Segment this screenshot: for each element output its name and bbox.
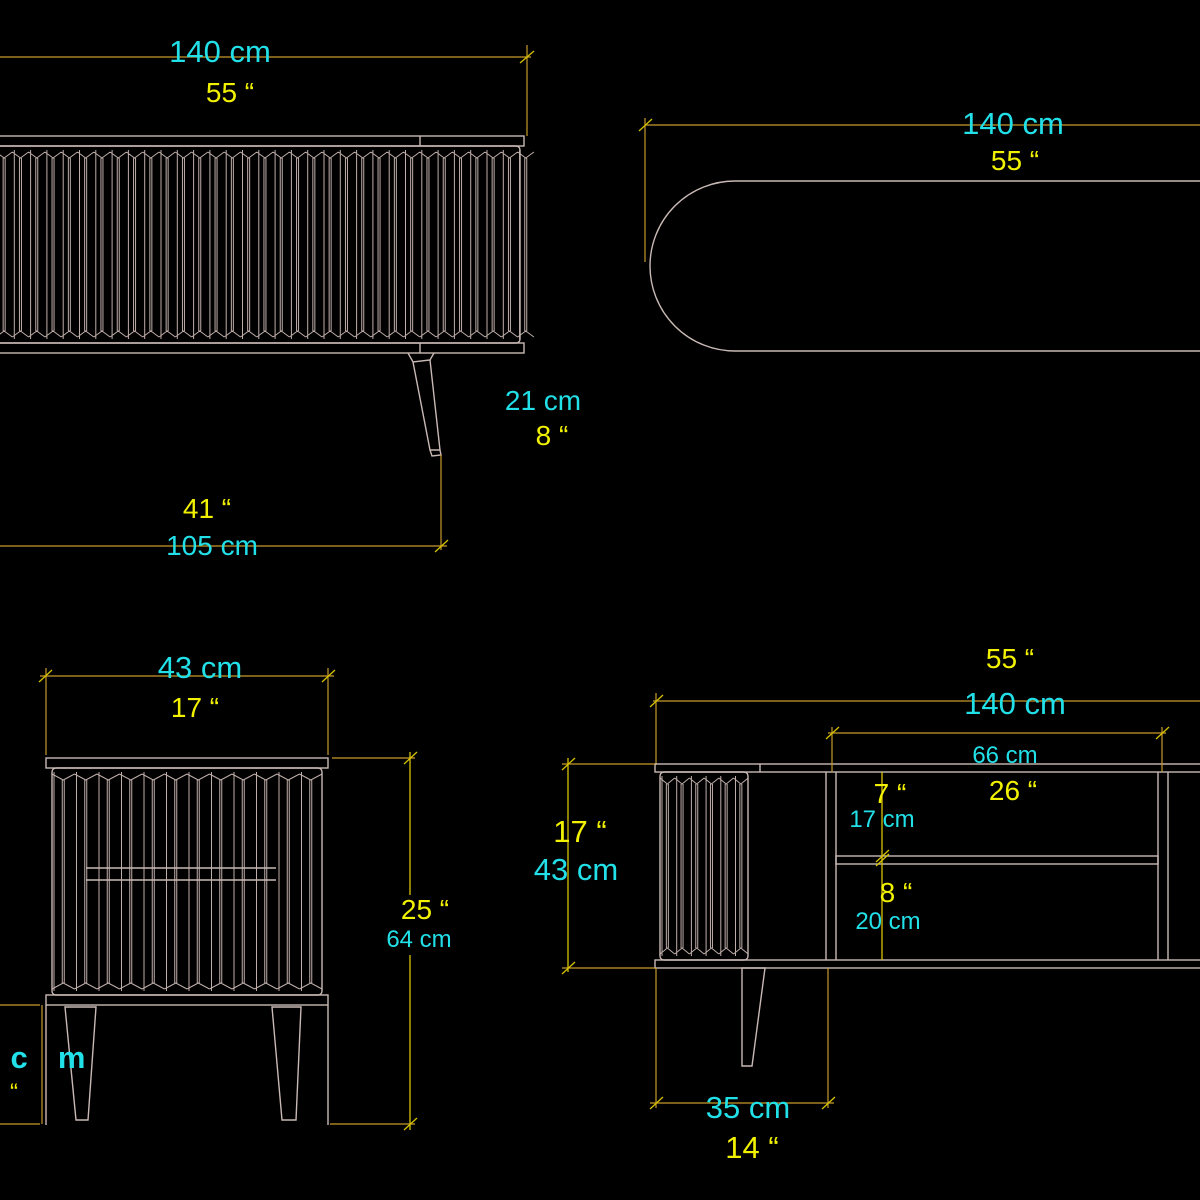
leg-cm-label: cm: [11, 1040, 86, 1075]
top-board: [45, 757, 329, 769]
body-cm-label: 43 cm: [534, 852, 618, 887]
bottom-board: [654, 959, 1200, 969]
dimension-line-depth: [40, 668, 334, 755]
lower-cm-label: 20 cm: [855, 908, 920, 935]
inner-cm-label: 66 cm: [972, 742, 1037, 769]
tick: [825, 726, 1170, 740]
side-view: 43 cm 17 “ 25 “ 64 cm cm “: [0, 650, 452, 1131]
fluted-door: [659, 771, 749, 961]
dimension-line-leg: [0, 455, 447, 550]
leg-span-cm-label: 105 cm: [166, 530, 258, 561]
upper-in-label: 7 “: [874, 778, 907, 809]
fluted-doors: [0, 145, 535, 344]
dimension-line-leg: [650, 968, 834, 1108]
leg: [741, 967, 766, 1067]
door-outline: [0, 145, 521, 344]
door-outline: [51, 767, 323, 996]
dimension-line-width: [0, 45, 531, 136]
tick: [649, 694, 664, 708]
dimension-line-inner: [828, 727, 1166, 772]
tick: [434, 539, 449, 553]
width-in-label: 55 “: [986, 643, 1034, 674]
leg-in-label: 8 “: [536, 420, 569, 451]
width-cm-label: 140 cm: [964, 686, 1066, 721]
leg-span-in-label: 41 “: [183, 493, 231, 524]
flute-lines: [659, 776, 749, 956]
legs: [64, 1006, 302, 1121]
leg-cm-label: 35 cm: [706, 1090, 790, 1125]
height-cm-label: 64 cm: [386, 926, 451, 953]
width-cm-label: 140 cm: [169, 34, 271, 69]
height-in-label: 25 “: [401, 894, 449, 925]
section-view: 55 “ 140 cm 66 cm 26 “ 7 “ 17 cm 17 “ 43…: [534, 643, 1200, 1165]
extension-lines: [562, 763, 655, 969]
dimension-line-body: [561, 757, 576, 975]
width-in-label: 55 “: [991, 145, 1039, 176]
dividers: [825, 772, 1169, 960]
fluted-doors: [51, 767, 323, 996]
shelf: [86, 867, 276, 881]
extension-lines: [330, 757, 415, 1125]
flute-lines: [0, 150, 535, 339]
door-outline: [659, 771, 749, 961]
flute-lines: [51, 772, 323, 991]
width-cm-label: 140 cm: [962, 106, 1064, 141]
depth-in-label: 17 “: [171, 692, 219, 723]
upper-cm-label: 17 cm: [849, 806, 914, 833]
dimension-line-width: [653, 693, 1200, 765]
top-board: [0, 135, 525, 147]
inner-in-label: 26 “: [989, 775, 1037, 806]
width-in-label: 55 “: [206, 77, 254, 108]
body-in-label: 17 “: [553, 814, 606, 849]
leg-in-label: 14 “: [725, 1130, 778, 1165]
tick: [38, 669, 336, 683]
tick: [638, 118, 653, 132]
dimension-line-width: [644, 118, 1200, 262]
top-view: 140 cm 55 “: [638, 106, 1200, 352]
bottom-board: [45, 994, 329, 1006]
leg-cm-label: 21 cm: [505, 385, 581, 416]
top-board: [654, 763, 1200, 773]
bottom-board: [0, 342, 525, 354]
dimension-line-leg: [0, 1004, 43, 1125]
leg-in-label: “: [10, 1079, 18, 1106]
tick: [519, 50, 535, 64]
front-view: 140 cm 55 “ 21 cm 8 “ 41 “ 105 cm: [0, 34, 581, 561]
lower-in-label: 8 “: [880, 877, 913, 908]
tabletop-outline: [649, 180, 1200, 352]
dimension-line-height: [403, 751, 418, 1131]
dimension-line-shelves: [875, 772, 890, 960]
depth-cm-label: 43 cm: [158, 650, 242, 685]
leg: [407, 352, 442, 457]
tick: [649, 1096, 836, 1110]
shelf: [835, 855, 1159, 865]
side-frame: [45, 1005, 329, 1125]
